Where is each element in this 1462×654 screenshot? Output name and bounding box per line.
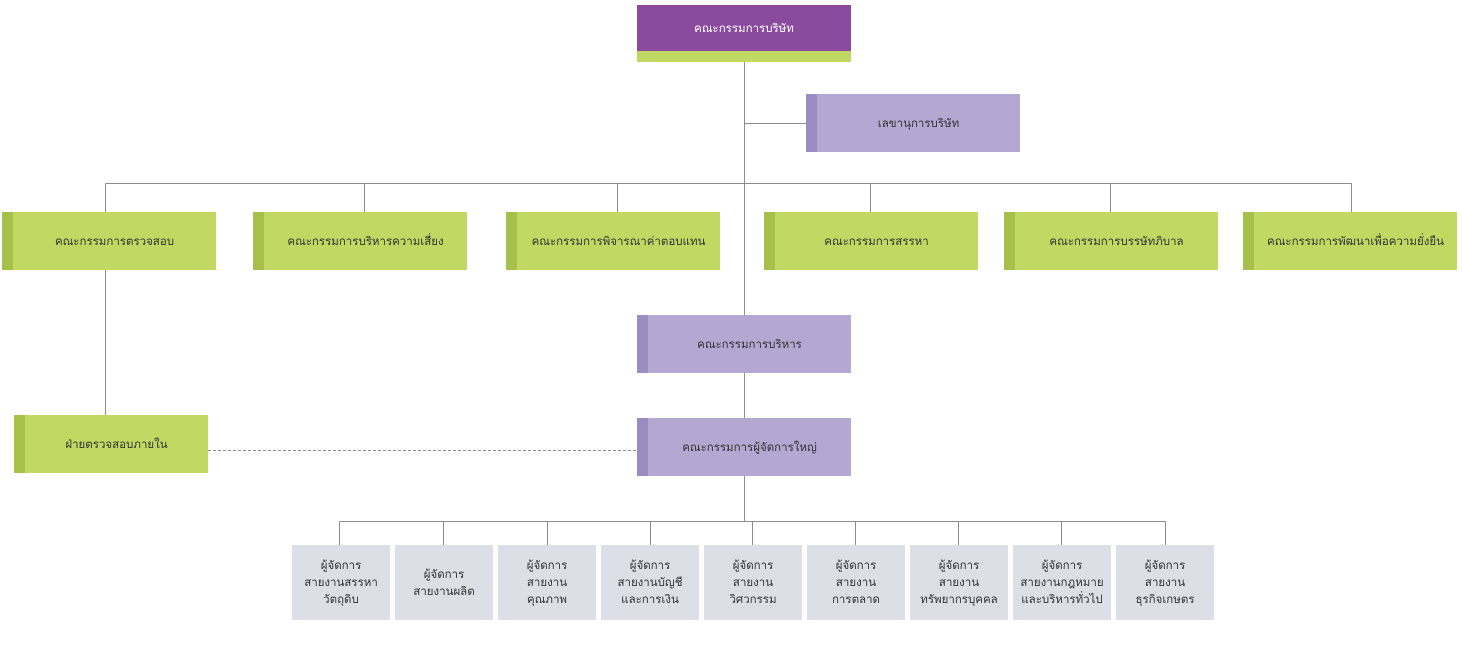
remuneration-committee-box: คณะกรรมการพิจารณาค่าตอบแทน [506, 212, 720, 270]
secretary-label: เลขานุการบริษัท [877, 115, 960, 130]
manager-line: ธุรกิจเกษตร [1135, 591, 1195, 606]
manager-line: สายงานบัญชี [617, 575, 683, 590]
manager-line: สายงานสรรหา [304, 575, 378, 590]
manager-line: สายงาน [938, 575, 980, 590]
manager-line: สายงาน [835, 575, 877, 590]
md-committee-box: คณะกรรมการผู้จัดการใหญ่ [637, 418, 851, 476]
manager-line: สายงาน [526, 575, 568, 590]
manager-line: ผู้จัดการ [320, 558, 362, 573]
manager-line: การตลาด [831, 591, 881, 606]
manager-line: ผู้จัดการ [1041, 558, 1083, 573]
manager-box-marketing: ผู้จัดการ สายงาน การตลาด [807, 545, 905, 620]
manager-box-agribusiness: ผู้จัดการ สายงาน ธุรกิจเกษตร [1116, 545, 1214, 620]
manager-box-finance: ผู้จัดการ สายงานบัญชี และการเงิน [601, 545, 699, 620]
board-of-directors-box: คณะกรรมการบริษัท [637, 5, 851, 62]
committee-label: คณะกรรมการสรรหา [824, 233, 929, 248]
executive-committee-box: คณะกรรมการบริหาร [637, 315, 851, 373]
audit-committee-box: คณะกรรมการตรวจสอบ [2, 212, 216, 270]
manager-line: สายงานผลิต [413, 583, 475, 598]
internal-audit-box: ฝ่ายตรวจสอบภายใน [14, 415, 208, 473]
manager-line: สายงานกฎหมาย [1020, 575, 1104, 590]
manager-line: ผู้จัดการ [938, 558, 980, 573]
manager-box-legal: ผู้จัดการ สายงานกฎหมาย และบริหารทั่วไป [1013, 545, 1111, 620]
manager-box-engineering: ผู้จัดการ สายงาน วิศวกรรม [704, 545, 802, 620]
sustainability-committee-box: คณะกรรมการพัฒนาเพื่อความยั่งยืน [1243, 212, 1457, 270]
manager-box-production: ผู้จัดการ สายงานผลิต [395, 545, 493, 620]
manager-line: คุณภาพ [527, 591, 567, 606]
manager-line: ผู้จัดการ [629, 558, 671, 573]
manager-line: สายงาน [1144, 575, 1186, 590]
manager-line: ผู้จัดการ [1144, 558, 1186, 573]
manager-line: ผู้จัดการ [732, 558, 774, 573]
manager-line: สายงาน [732, 575, 774, 590]
manager-line: วัตถุดิบ [323, 591, 359, 606]
manager-box-procurement: ผู้จัดการ สายงานสรรหา วัตถุดิบ [292, 545, 390, 620]
manager-line: วิศวกรรม [729, 591, 777, 606]
manager-line: ผู้จัดการ [423, 566, 465, 581]
manager-line: และบริหารทั่วไป [1021, 591, 1103, 606]
manager-box-hr: ผู้จัดการ สายงาน ทรัพยากรบุคคล [910, 545, 1008, 620]
manager-line: ผู้จัดการ [835, 558, 877, 573]
committee-label: คณะกรรมการบริหารความเสี่ยง [287, 233, 444, 248]
board-label: คณะกรรมการบริษัท [694, 20, 794, 35]
committee-label: คณะกรรมการบรรษัทภิบาล [1049, 233, 1184, 248]
manager-line: ผู้จัดการ [526, 558, 568, 573]
manager-box-quality: ผู้จัดการ สายงาน คุณภาพ [498, 545, 596, 620]
manager-line: และการเงิน [621, 591, 679, 606]
nomination-committee-box: คณะกรรมการสรรหา [764, 212, 978, 270]
committee-label: คณะกรรมการพิจารณาค่าตอบแทน [531, 233, 706, 248]
internal-audit-label: ฝ่ายตรวจสอบภายใน [65, 436, 168, 451]
executive-label: คณะกรรมการบริหาร [697, 336, 802, 351]
committee-label: คณะกรรมการพัฒนาเพื่อความยั่งยืน [1267, 233, 1444, 248]
company-secretary-box: เลขานุการบริษัท [806, 94, 1020, 152]
manager-line: ทรัพยากรบุคคล [920, 591, 998, 606]
governance-committee-box: คณะกรรมการบรรษัทภิบาล [1004, 212, 1218, 270]
committee-label: คณะกรรมการตรวจสอบ [54, 233, 175, 248]
risk-committee-box: คณะกรรมการบริหารความเสี่ยง [253, 212, 467, 270]
md-committee-label: คณะกรรมการผู้จัดการใหญ่ [682, 439, 817, 454]
